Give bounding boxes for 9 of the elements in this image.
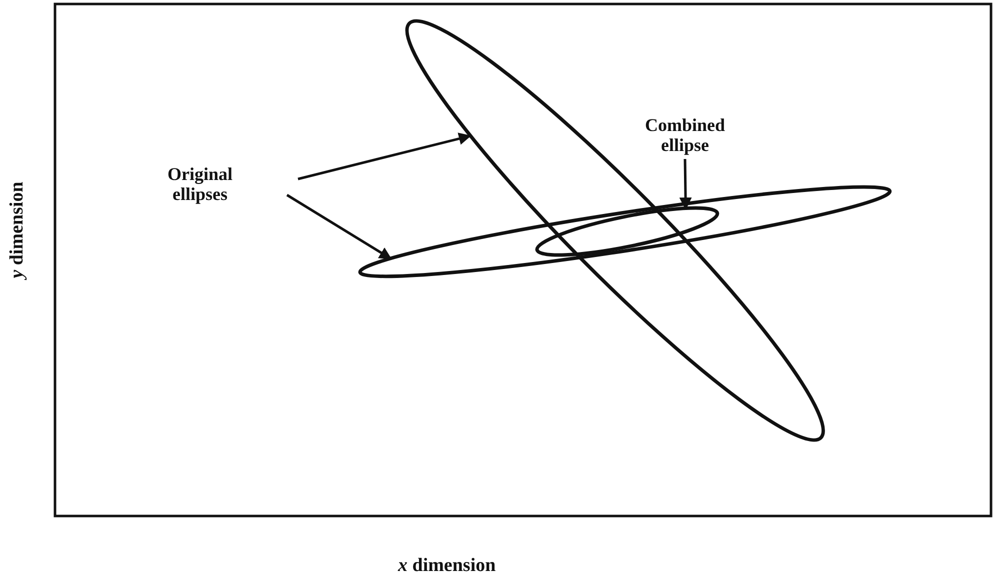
ellipse-outline xyxy=(358,185,892,279)
ellipse-outline xyxy=(534,206,720,258)
callout-text: Original ellipses xyxy=(150,164,250,204)
arrow xyxy=(298,132,472,180)
callout-text: Combined ellipse xyxy=(640,115,730,155)
axis-label: y dimension xyxy=(6,182,28,278)
axis-label: x dimension xyxy=(398,555,496,577)
ellipse-outline xyxy=(404,19,826,442)
arrow xyxy=(286,194,392,260)
